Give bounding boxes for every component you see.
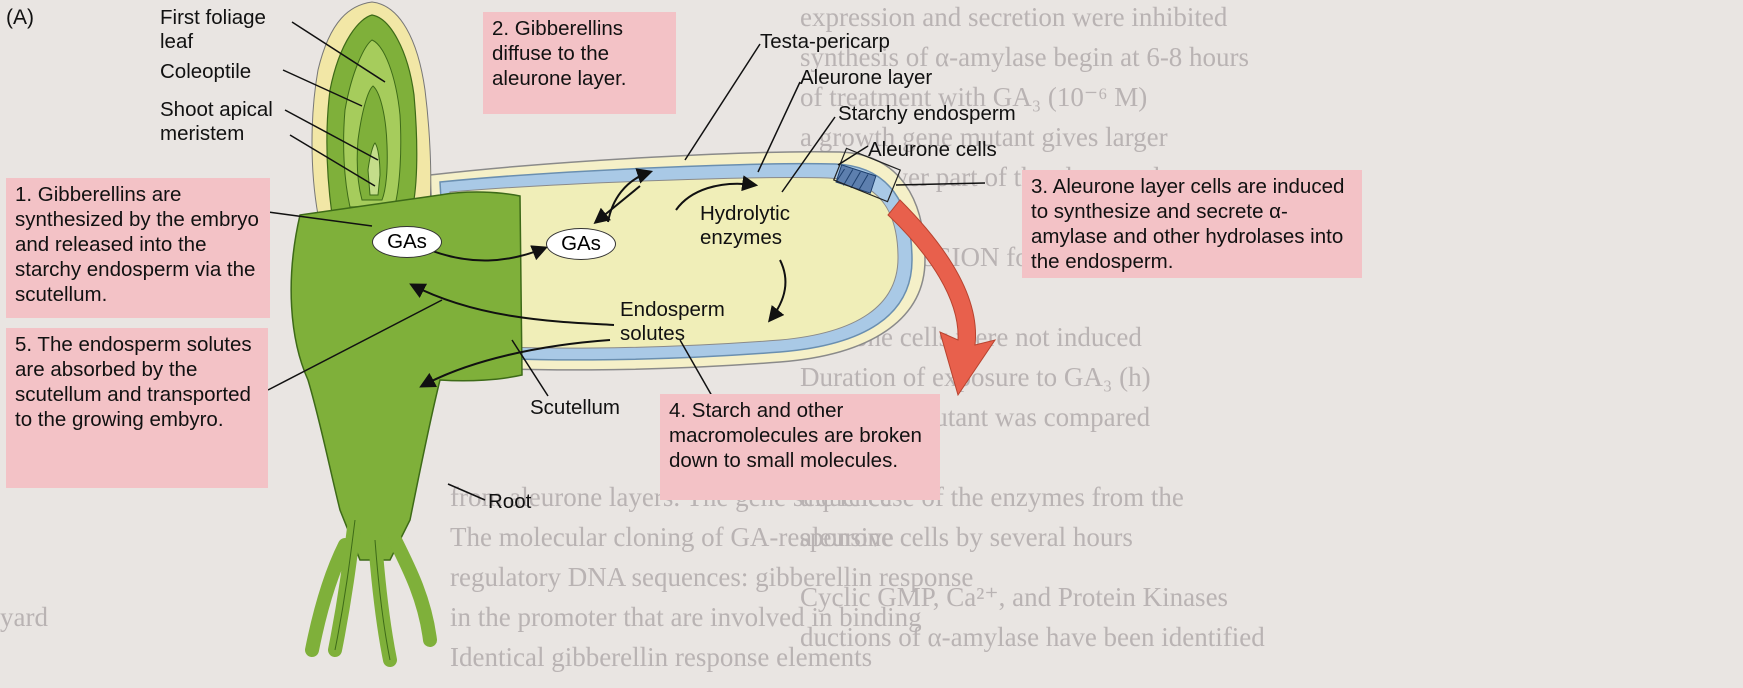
endosperm-solutes-label: Endosperm solutes: [620, 298, 725, 346]
aleurone-cells-label: Aleurone cells: [868, 138, 997, 162]
root-shape: [312, 520, 430, 660]
panel-label: (A): [6, 6, 34, 30]
shoot-apical-meristem-label: Shoot apical meristem: [160, 98, 273, 146]
root-label: Root: [488, 490, 531, 514]
step-3-box: 3. Aleurone layer cells are induced to s…: [1022, 170, 1362, 278]
step-2-box: 2. Gibberellins diffuse to the aleurone …: [483, 12, 676, 114]
scutellum-label: Scutellum: [530, 396, 620, 420]
step-1-box: 1. Gibberellins are synthesized by the e…: [6, 178, 270, 318]
testa-pericarp-label: Testa-pericarp: [760, 30, 890, 54]
first-foliage-leaf-label: First foliage leaf: [160, 6, 266, 54]
gas-bubble-right: GAs: [546, 228, 616, 260]
gas-bubble-left: GAs: [372, 226, 442, 258]
hydrolytic-enzymes-label: Hydrolytic enzymes: [700, 202, 790, 250]
aleurone-layer-label: Aleurone layer: [800, 66, 932, 90]
starchy-endosperm-label: Starchy endosperm: [838, 102, 1016, 126]
step-4-box: 4. Starch and other macromolecules are b…: [660, 394, 940, 500]
coleoptile-label: Coleoptile: [160, 60, 251, 84]
step-5-box: 5. The endosperm solutes are absorbed by…: [6, 328, 268, 488]
